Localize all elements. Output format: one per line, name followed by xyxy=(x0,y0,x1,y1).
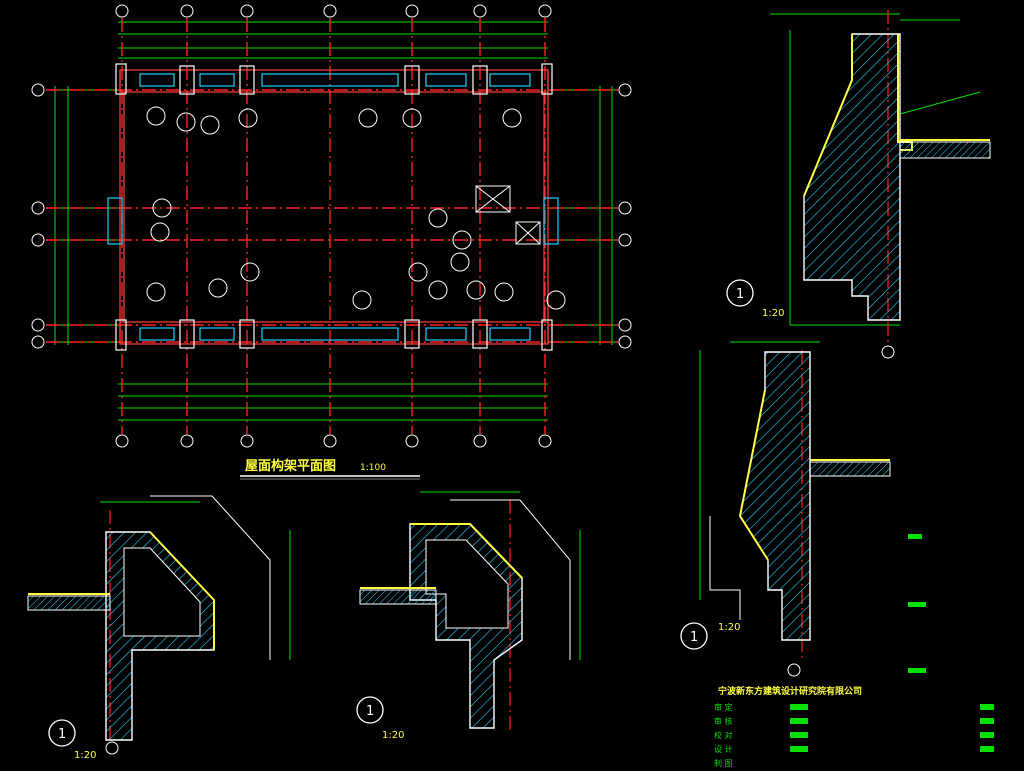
plan-axis-lines xyxy=(46,18,618,434)
plan-shaft xyxy=(475,185,541,245)
section-marker-label: 1 xyxy=(736,287,744,302)
plan-beam-openings xyxy=(107,73,559,341)
section-marker-label: 1 xyxy=(58,727,66,742)
plan-scale: 1:100 xyxy=(360,463,386,473)
section-detail-top-right: 1 1:20 xyxy=(726,10,991,359)
section-scale: 1:20 xyxy=(382,730,404,741)
company-name: 宁波新东方建筑设计研究院有限公司 xyxy=(718,685,862,697)
title-block-row: 设 计 xyxy=(714,744,733,754)
roof-frame-plan: 屋面构架平面图 1:100 xyxy=(31,4,632,480)
plan-columns xyxy=(115,63,553,351)
bottom-grid-bubbles xyxy=(115,434,552,448)
section-detail-bottom-left: 1 1:20 xyxy=(27,495,291,761)
section-marker-circle xyxy=(680,622,708,650)
section-scale: 1:20 xyxy=(74,750,96,761)
title-block-row: 审 定 xyxy=(714,702,733,712)
section-marker-circle xyxy=(356,696,384,724)
plan-dimension-lines xyxy=(46,21,618,421)
plan-beam-frame xyxy=(119,69,549,345)
plan-callout-bubbles xyxy=(146,106,566,310)
section-detail-bottom-middle: 1 1:20 xyxy=(356,491,581,741)
title-block: 宁波新东方建筑设计研究院有限公司 审 定 审 核 校 对 设 计 制 图 xyxy=(714,534,994,768)
section-marker-label: 1 xyxy=(690,630,698,645)
section-marker-circle xyxy=(726,279,754,307)
section-scale: 1:20 xyxy=(762,308,784,319)
section-scale: 1:20 xyxy=(718,622,740,633)
section-marker-label: 1 xyxy=(366,704,374,719)
title-block-row: 审 核 xyxy=(714,716,733,726)
title-block-row: 制 图 xyxy=(714,758,733,768)
plan-title: 屋面构架平面图 xyxy=(245,458,336,474)
section-marker-circle xyxy=(48,719,76,747)
top-grid-bubbles xyxy=(115,4,552,18)
title-block-row: 校 对 xyxy=(714,730,733,740)
side-grid-bubbles xyxy=(31,83,632,349)
section-detail-middle-right: 1 1:20 xyxy=(680,341,891,677)
